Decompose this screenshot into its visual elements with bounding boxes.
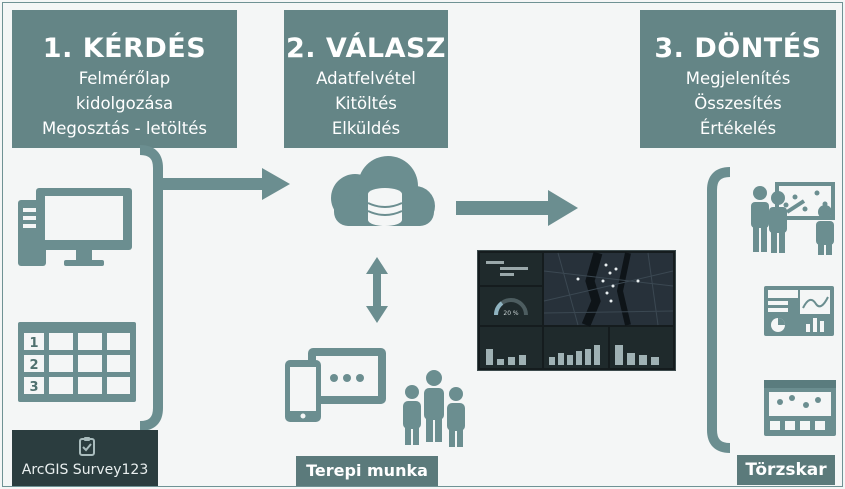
field-workers-icon [403,370,465,447]
header-question-line-1: Felmérőlap [78,69,171,88]
dashboard-graphics: 20 % [478,251,675,370]
survey123-badge: ArcGIS Survey123 [12,430,158,486]
header-decision-line-3: Értékelés [699,119,777,138]
field-work-label: Terepi munka [296,456,438,486]
header-decision-line-1: Megjelenítés [685,69,791,88]
header-answer-line-1: Adatfelvétel [316,69,416,88]
presentation-meeting-icon [751,182,835,255]
left-bracket [139,145,163,431]
header-answer-line-3: Elküldés [331,119,401,138]
header-question-line-3: Megosztás - letöltés [42,119,207,138]
header-decision-line-2: Összesítés [694,94,782,113]
cloud-database-icon [331,156,435,226]
analytics-board-icon [764,286,834,336]
header-question: 1. KÉRDÉS Felmérőlap kidolgozása Megoszt… [12,10,237,148]
header-answer-line-2: Kitöltés [335,94,397,113]
map-board-icon [764,380,836,436]
survey123-clipboard-icon [79,437,95,456]
arrow-right-1-icon [158,168,290,200]
header-question-title: 1. KÉRDÉS [42,33,207,64]
dashboard-preview: 20 % [477,250,676,371]
header-answer-title: 2. VÁLASZ [285,33,447,64]
dashboard-panel-gauge [480,287,542,325]
header-question-line-2: kidolgozása [75,94,174,113]
survey123-label: ArcGIS Survey123 [21,462,149,478]
right-bracket [707,167,731,453]
desktop-computer-icon [18,188,132,266]
header-answer: 2. VÁLASZ Adatfelvétel Kitöltés Elküldés [284,10,448,148]
grid-number-1: 1 [29,336,38,351]
header-decision-title: 3. DÖNTÉS [654,33,822,64]
grid-number-3: 3 [29,380,38,395]
grid-number-2: 2 [29,358,38,373]
header-decision: 3. DÖNTÉS Megjelenítés Összesítés Értéke… [640,10,836,148]
headquarters-label: Törzskar [737,455,835,485]
dashboard-map [544,253,673,325]
dashboard-gauge-value: 20 % [503,310,519,317]
double-arrow-vertical-icon [366,257,388,323]
mobile-devices-icon [285,348,386,422]
arrow-right-2-icon [456,190,578,226]
form-grid-icon: 1 2 3 [18,322,136,402]
